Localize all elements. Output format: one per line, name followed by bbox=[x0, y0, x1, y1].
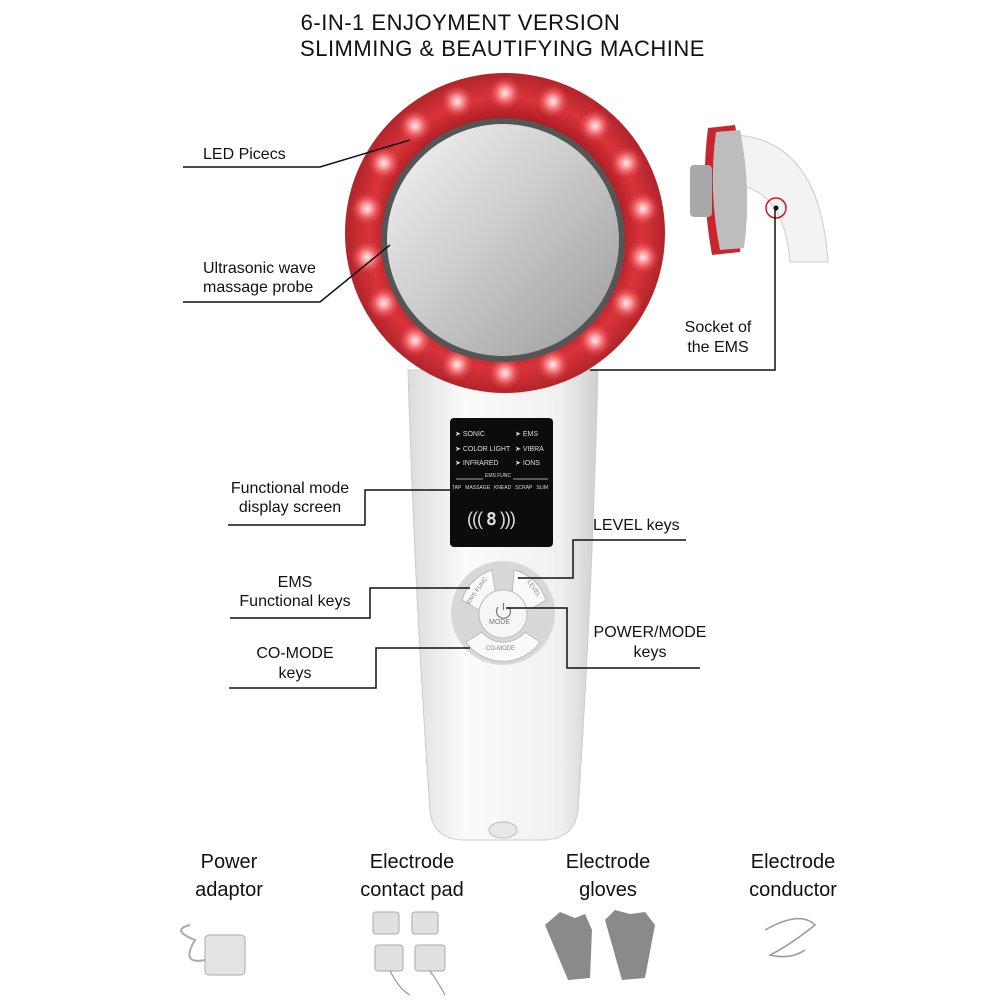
led-light bbox=[609, 146, 644, 180]
led-light bbox=[398, 108, 433, 143]
power-mode-key[interactable]: MODE bbox=[489, 619, 510, 626]
led-light bbox=[350, 240, 385, 275]
mode-ions: ➤ IONS bbox=[515, 460, 540, 467]
callout-probe-1: Ultrasonic wave bbox=[203, 260, 316, 277]
level-digit: 8 bbox=[485, 509, 497, 530]
callout-display-2: display screen bbox=[238, 499, 342, 516]
mode-ems: ➤ EMS bbox=[515, 431, 538, 438]
electrode-gloves-image bbox=[545, 910, 655, 980]
title-line-1: 6-IN-1 ENJOYMENT VERSION bbox=[300, 10, 621, 35]
callout-power-1: POWER/MODE bbox=[593, 624, 707, 641]
level-indicator: ((( 8 ))) bbox=[467, 509, 516, 530]
display-screen bbox=[450, 418, 553, 547]
led-light bbox=[366, 146, 401, 180]
led-light bbox=[535, 84, 570, 119]
mode-sonic: ➤ SONIC bbox=[455, 431, 485, 438]
callout-display-1: Functional mode bbox=[230, 480, 350, 497]
callout-socket-1: Socket of bbox=[684, 319, 752, 336]
mode-color-light: ➤ COLOR LIGHT bbox=[455, 445, 511, 453]
led-light bbox=[609, 286, 644, 320]
led-light bbox=[488, 76, 522, 110]
callout-comode-1: CO-MODE bbox=[256, 645, 334, 662]
callout-led: LED Picecs bbox=[203, 146, 286, 163]
callout-ems-2: Functional keys bbox=[239, 593, 351, 610]
led-light bbox=[625, 240, 660, 275]
led-light bbox=[440, 84, 475, 119]
led-light bbox=[350, 191, 385, 226]
led-light bbox=[625, 191, 660, 226]
leader-lines bbox=[183, 139, 776, 689]
led-light bbox=[577, 108, 612, 143]
callout-socket-2: the EMS bbox=[687, 339, 749, 356]
ems-func-label: EMS FUNC bbox=[483, 472, 514, 480]
side-view-image bbox=[690, 125, 829, 263]
screen-right-column: ➤ EMS ➤ VIBRA ➤ IONS bbox=[515, 428, 544, 472]
callout-power-2: keys bbox=[633, 644, 667, 661]
led-light bbox=[488, 356, 522, 390]
callout-comode-2: keys bbox=[278, 665, 312, 682]
callout-probe-2: massage probe bbox=[203, 279, 314, 296]
electrode-pads-image bbox=[372, 911, 446, 996]
power-adaptor-image bbox=[180, 924, 246, 976]
title-line-2: SLIMMING & BEAUTIFYING MACHINE bbox=[300, 36, 705, 61]
led-light bbox=[535, 347, 570, 382]
electrode-conductor-image bbox=[764, 917, 817, 958]
co-mode-key[interactable]: CO-MODE bbox=[486, 646, 515, 652]
led-light bbox=[366, 286, 401, 320]
screen-left-column: ➤ SONIC ➤ COLOR LIGHT ➤ INFRARED bbox=[455, 428, 510, 472]
mode-vibra: ➤ VIBRA bbox=[515, 445, 544, 453]
callout-level: LEVEL keys bbox=[593, 517, 680, 534]
callout-ems-1: EMS bbox=[277, 574, 313, 591]
co-mode-key-shape bbox=[465, 631, 541, 662]
mode-infrared: ➤ INFRARED bbox=[455, 460, 499, 467]
led-lights bbox=[350, 76, 660, 390]
power-mode-key-shape bbox=[478, 589, 528, 639]
led-light bbox=[577, 323, 612, 358]
ultrasonic-probe bbox=[387, 124, 619, 356]
